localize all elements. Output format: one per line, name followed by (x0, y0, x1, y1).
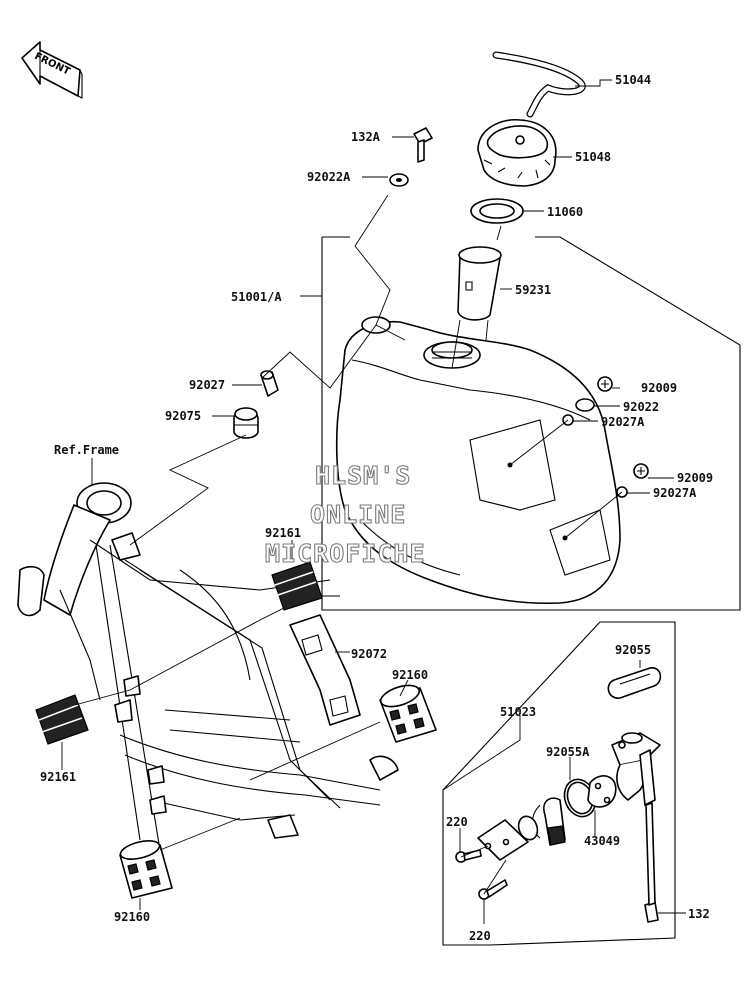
part-label-92022a: 92022A (307, 170, 351, 184)
strainer (531, 797, 566, 846)
screw-92009-lower (633, 463, 649, 479)
watermark: HLSM'S ONLINE MICROFICHE (264, 460, 426, 568)
damper-92161-upper (271, 561, 323, 611)
front-arrow-icon: FRONT (21, 41, 83, 99)
part-label-92022: 92022 (623, 400, 659, 414)
watermark-line-3: MICROFICHE (265, 539, 426, 568)
part-label-92161-lower: 92161 (40, 770, 76, 784)
part-label-92009-upper: 92009 (641, 381, 677, 395)
fuel-cap-51048 (477, 118, 557, 187)
damper-92161-lower (35, 694, 89, 745)
gasket-43049 (587, 775, 617, 808)
plate (477, 819, 529, 861)
part-label-92027: 92027 (189, 378, 225, 392)
screw-220-lower (478, 879, 508, 900)
part-label-92160-lower: 92160 (114, 910, 150, 924)
washer-92022a-hole (396, 178, 402, 182)
bolt-132 (644, 802, 659, 923)
gasket-11060 (470, 198, 524, 224)
gasket-92055 (607, 667, 662, 699)
o-ring-small (517, 815, 539, 841)
part-label-92009-lower: 92009 (677, 471, 713, 485)
filler-neck-59231 (457, 246, 502, 321)
washer-92022 (575, 398, 595, 412)
part-label-43049: 43049 (584, 834, 620, 848)
fuel-tank-51001a (335, 316, 621, 605)
part-label-132: 132 (688, 907, 710, 921)
watermark-line-2: ONLINE (310, 500, 406, 529)
cushion-92160-lower (119, 840, 173, 899)
part-label-51048: 51048 (575, 150, 611, 164)
part-label-92055: 92055 (615, 643, 651, 657)
grommet-92075 (233, 407, 259, 439)
part-label-92055a: 92055A (546, 745, 590, 759)
tank-assembly-box (321, 236, 741, 611)
part-label-92075: 92075 (165, 409, 201, 423)
cushion-92160-upper (379, 684, 437, 743)
part-label-51044: 51044 (615, 73, 651, 87)
part-label-11060: 11060 (547, 205, 583, 219)
breather-hose-51044 (492, 51, 586, 118)
o-ring-92055a (563, 778, 597, 818)
leader-lines (61, 79, 686, 924)
part-label-51001a: 51001/A (231, 290, 282, 304)
part-label-51023: 51023 (500, 705, 536, 719)
part-label-92027a-lower: 92027A (653, 486, 697, 500)
screw-92009-upper (597, 376, 613, 392)
strap-92072 (289, 614, 361, 726)
part-label-220-upper: 220 (446, 815, 468, 829)
part-label-59231: 59231 (515, 283, 551, 297)
part-label-92027a-upper: 92027A (601, 415, 645, 429)
part-label-92072: 92072 (351, 647, 387, 661)
part-label-92161-upper: 92161 (265, 526, 301, 540)
frame-label: Ref.Frame (54, 443, 119, 457)
part-label-220-lower: 220 (469, 929, 491, 943)
fuel-cock-51023 (611, 732, 661, 806)
spacer-92027 (260, 370, 279, 397)
part-label-132a: 132A (351, 130, 381, 144)
watermark-line-1: HLSM'S (315, 461, 411, 490)
bolt-132a (413, 127, 433, 163)
frame-reference (17, 482, 399, 851)
part-label-92160-upper: 92160 (392, 668, 428, 682)
